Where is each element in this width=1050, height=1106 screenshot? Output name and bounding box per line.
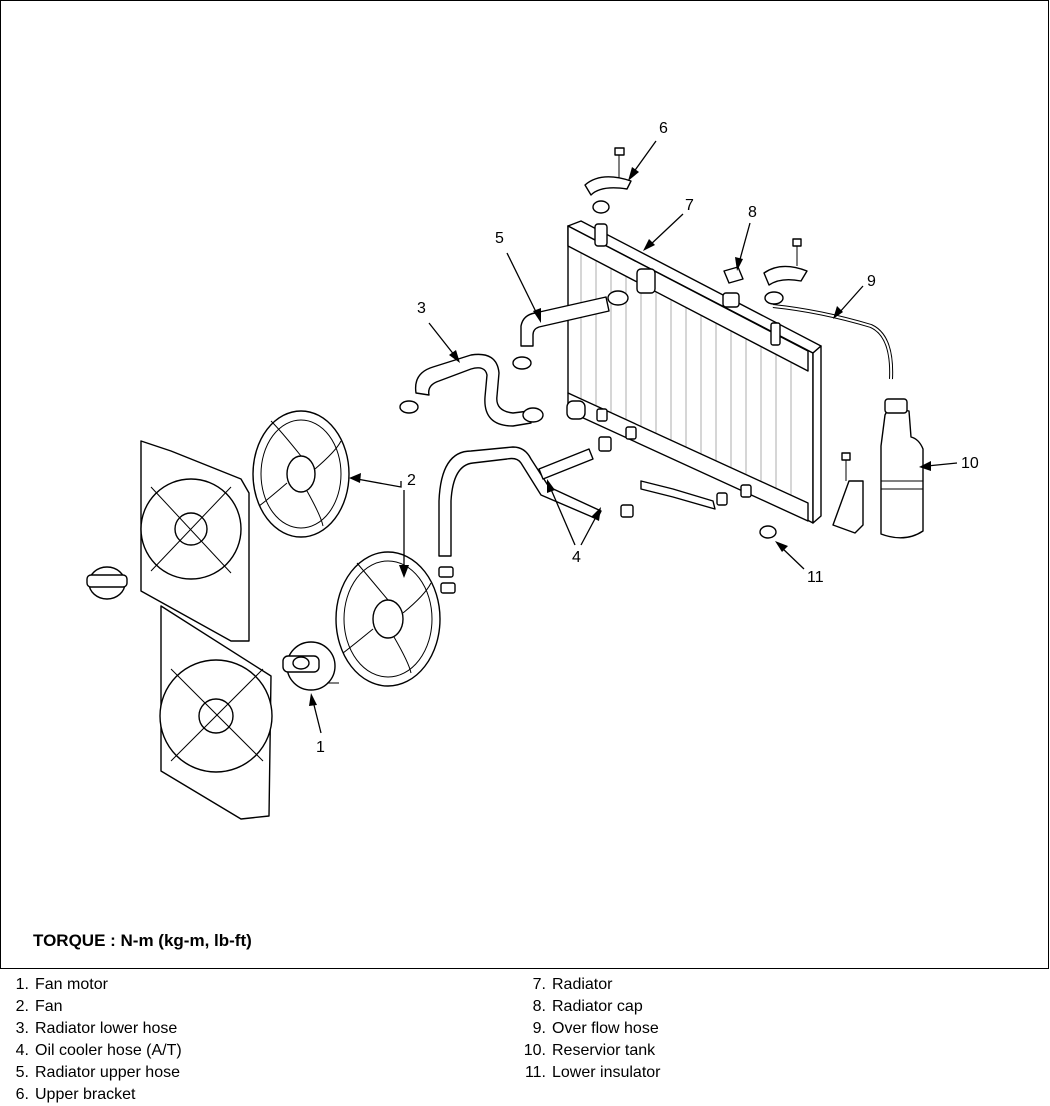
fan-motor [86, 566, 339, 691]
radiator-upper-hose [512, 290, 629, 370]
exploded-diagram: 1 2 3 4 5 6 7 8 9 10 11 TORQUE : N-m (kg… [0, 0, 1049, 969]
legend-item: 11.Lower insulator [524, 1064, 661, 1081]
fan-upper [252, 410, 350, 538]
callout-3: 3 [417, 300, 426, 317]
callout-4: 4 [572, 549, 581, 566]
legend-item: 4.Oil cooler hose (A/T) [15, 1042, 182, 1059]
fan-shroud-upper [140, 440, 250, 642]
parts-legend: 1.Fan motor 2.Fan 3.Radiator lower hose … [0, 974, 1050, 1104]
fan-shroud-lower [159, 605, 273, 820]
legend-column-right: 7.Radiator 8.Radiator cap 9.Over flow ho… [521, 974, 661, 1084]
legend-item: 3.Radiator lower hose [15, 1020, 178, 1037]
reservoir-tank [832, 398, 924, 539]
legend-column-left: 1.Fan motor 2.Fan 3.Radiator lower hose … [4, 974, 182, 1106]
callout-7: 7 [685, 197, 694, 214]
legend-item: 8.Radiator cap [532, 998, 643, 1015]
callout-10: 10 [961, 455, 979, 472]
legend-item: 5.Radiator upper hose [15, 1064, 180, 1081]
callout-11: 11 [807, 569, 824, 586]
radiator-cap [723, 266, 744, 284]
legend-item: 2.Fan [15, 998, 63, 1015]
radiator [566, 220, 822, 524]
fan-lower [335, 551, 441, 687]
callout-9: 9 [867, 273, 876, 290]
legend-item: 6.Upper bracket [15, 1086, 136, 1103]
leader-lines [309, 140, 958, 734]
oil-cooler-hose [438, 436, 728, 594]
upper-bracket [584, 147, 808, 305]
legend-item: 7.Radiator [532, 976, 613, 993]
diagram-svg: 1 2 3 4 5 6 7 8 9 10 11 [86, 120, 979, 820]
radiator-lower-hose [399, 353, 544, 427]
legend-item: 10.Reservior tank [523, 1042, 656, 1059]
lower-insulator [759, 525, 777, 539]
callout-2: 2 [407, 472, 416, 489]
callout-1: 1 [316, 739, 325, 756]
legend-item: 9.Over flow hose [532, 1020, 659, 1037]
legend-item: 1.Fan motor [15, 976, 108, 993]
callout-5: 5 [495, 230, 504, 247]
torque-label: TORQUE : N-m (kg-m, lb-ft) [33, 931, 252, 950]
callout-8: 8 [748, 204, 757, 221]
callout-6: 6 [659, 120, 668, 137]
